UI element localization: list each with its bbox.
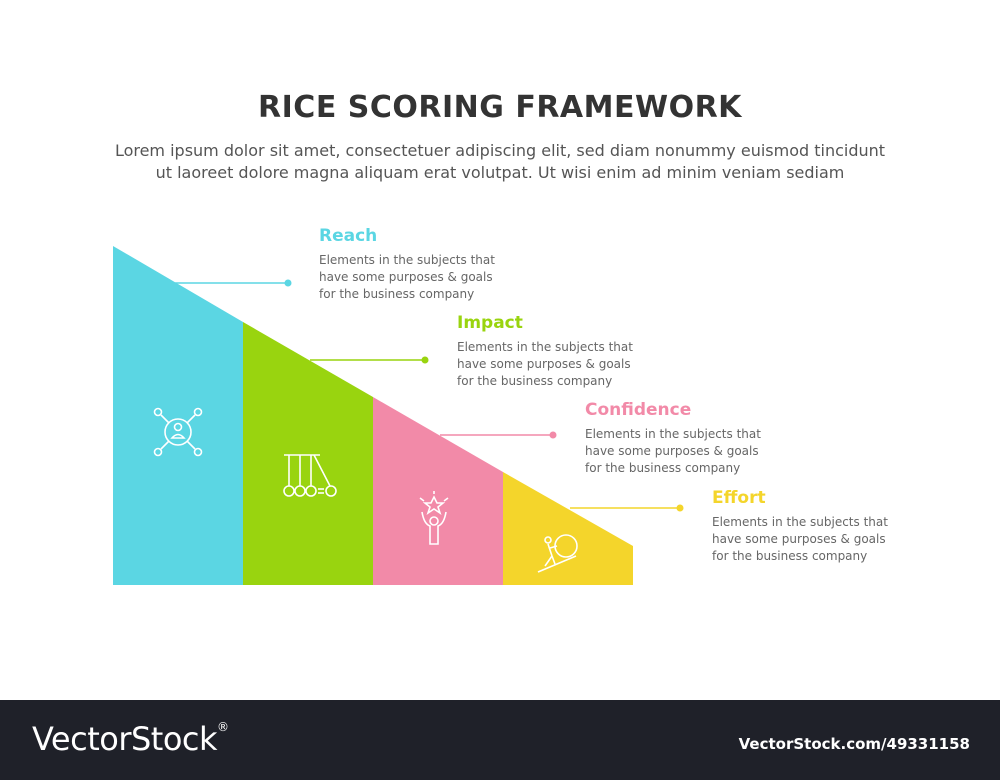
label-title-confidence: Confidence bbox=[585, 400, 692, 420]
label-title-effort: Effort bbox=[712, 488, 766, 508]
desc-line: Elements in the subjects that bbox=[585, 427, 761, 441]
connector-impact bbox=[310, 356, 429, 364]
brand-name: VectorStock bbox=[32, 720, 218, 758]
label-desc-impact: Elements in the subjects that have some … bbox=[457, 339, 657, 390]
desc-line: Elements in the subjects that bbox=[712, 515, 888, 529]
label-confidence: Confidence Elements in the subjects that… bbox=[585, 400, 785, 477]
page-title: RICE SCORING FRAMEWORK bbox=[258, 90, 742, 125]
label-desc-confidence: Elements in the subjects that have some … bbox=[585, 426, 785, 477]
label-impact: Impact Elements in the subjects that hav… bbox=[457, 313, 657, 390]
brand-logo: VectorStock® bbox=[32, 720, 229, 758]
desc-line: Elements in the subjects that bbox=[457, 340, 633, 354]
registered-mark: ® bbox=[217, 720, 229, 734]
desc-line: have some purposes & goals bbox=[319, 270, 493, 284]
desc-line: for the business company bbox=[712, 549, 868, 563]
desc-line: Elements in the subjects that bbox=[319, 253, 495, 267]
footer-bar: VectorStock® VectorStock.com/49331158 bbox=[0, 700, 1000, 780]
desc-line: have some purposes & goals bbox=[457, 357, 631, 371]
image-id: VectorStock.com/49331158 bbox=[738, 735, 970, 753]
push-boulder-icon bbox=[537, 534, 578, 573]
subtitle: Lorem ipsum dolor sit amet, consectetuer… bbox=[40, 140, 960, 184]
segment-effort bbox=[503, 472, 633, 585]
desc-line: for the business company bbox=[319, 287, 475, 301]
subtitle-line-1: Lorem ipsum dolor sit amet, consectetuer… bbox=[114, 141, 886, 160]
connector-reach bbox=[175, 279, 292, 287]
label-title-impact: Impact bbox=[457, 313, 523, 333]
connector-effort bbox=[570, 504, 684, 512]
rice-diagram bbox=[113, 246, 684, 585]
network-person-icon bbox=[153, 407, 203, 457]
desc-line: have some purposes & goals bbox=[585, 444, 759, 458]
label-reach: Reach Elements in the subjects that have… bbox=[319, 226, 519, 303]
segment-reach bbox=[113, 246, 243, 585]
connector-confidence bbox=[440, 431, 557, 439]
newtons-cradle-icon bbox=[283, 454, 337, 497]
label-effort: Effort Elements in the subjects that hav… bbox=[712, 488, 912, 565]
label-title-reach: Reach bbox=[319, 226, 378, 246]
desc-line: have some purposes & goals bbox=[712, 532, 886, 546]
segment-confidence bbox=[373, 397, 503, 585]
subtitle-line-2: ut laoreet dolore magna aliquam erat vol… bbox=[155, 163, 845, 182]
raised-hands-star-icon bbox=[419, 491, 449, 545]
desc-line: for the business company bbox=[585, 461, 741, 475]
label-desc-effort: Elements in the subjects that have some … bbox=[712, 514, 912, 565]
segment-impact bbox=[243, 322, 373, 585]
label-desc-reach: Elements in the subjects that have some … bbox=[319, 252, 519, 303]
desc-line: for the business company bbox=[457, 374, 613, 388]
